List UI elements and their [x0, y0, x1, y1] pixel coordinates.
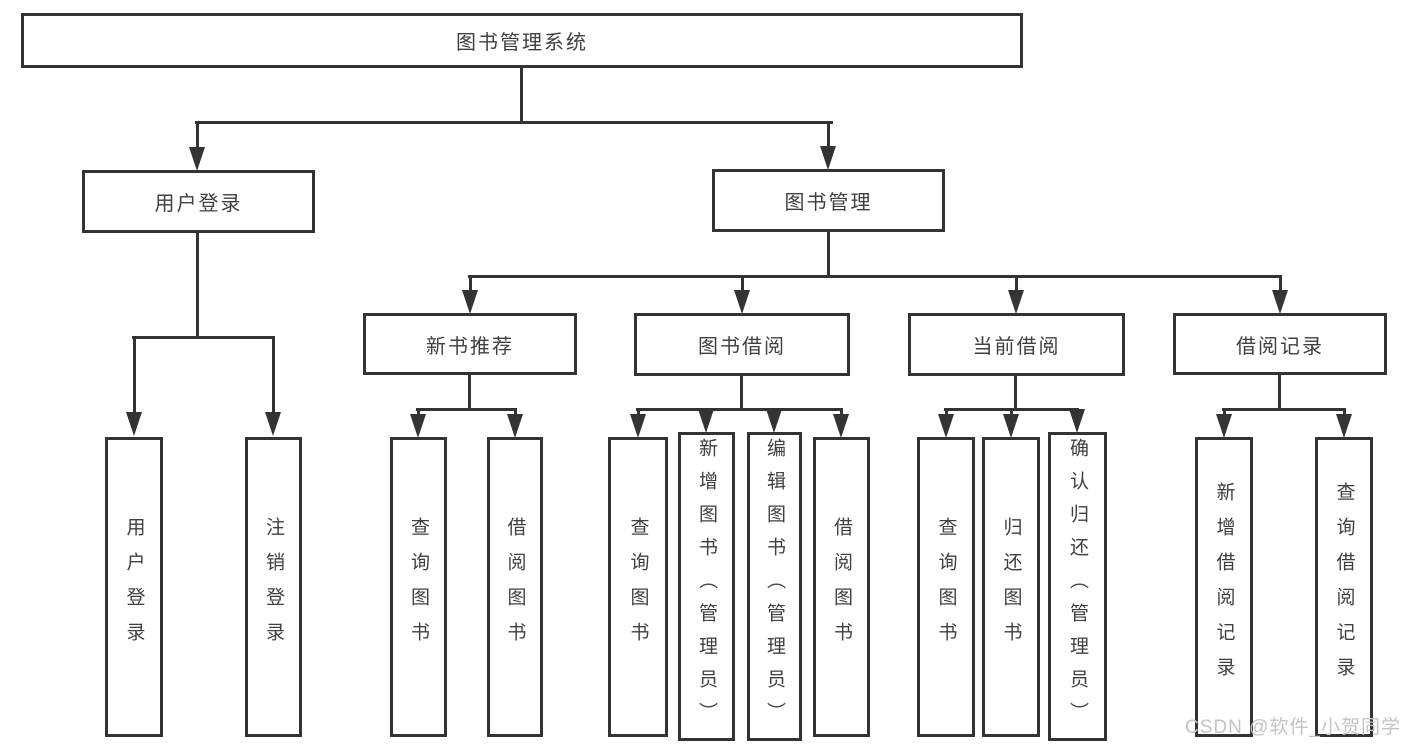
node-br-query: 查询借阅记录: [1315, 437, 1373, 737]
node-user-login: 用户登录: [82, 170, 315, 233]
arrow-to-br-add: [1216, 408, 1233, 438]
node-cb-return: 归还图书: [982, 437, 1040, 737]
node-root-label: 图书管理系统: [456, 32, 588, 54]
node-book-borrow: 图书借阅: [634, 313, 850, 376]
arrow-to-new-book-rec: [462, 275, 479, 314]
node-new-book-rec-label: 新书推荐: [426, 335, 514, 358]
node-cb-confirm-label: 确认归还（管理员）: [1067, 438, 1088, 735]
edge-root-split: [195, 121, 833, 124]
node-bb-edit: 编辑图书（管理员）: [747, 432, 802, 741]
arrow-to-user-login: [189, 121, 206, 171]
node-cb-return-label: 归还图书: [1000, 517, 1022, 657]
edge-current-borrow-drop: [1014, 376, 1017, 410]
edge-user-login-drop: [196, 233, 199, 339]
edge-borrow-records-split: [1222, 408, 1346, 411]
node-ul-logout-label: 注销登录: [263, 517, 284, 657]
node-borrow-records: 借阅记录: [1173, 313, 1387, 375]
node-ul-user-login: 用户登录: [105, 437, 163, 737]
node-nbr-query-label: 查询图书: [408, 517, 429, 657]
node-current-borrow-label: 当前借阅: [972, 336, 1061, 358]
node-nbr-borrow: 借阅图书: [487, 437, 543, 737]
arrow-to-borrow-records: [1272, 275, 1289, 314]
edge-book-mgmt-split: [468, 275, 1282, 278]
arrow-to-bb-edit: [766, 408, 783, 433]
node-br-add: 新增借阅记录: [1195, 437, 1253, 737]
edge-book-borrow-drop: [740, 376, 743, 410]
arrow-to-br-query: [1336, 408, 1353, 438]
arrow-to-cb-confirm: [1069, 408, 1086, 433]
arrow-to-current-borrow: [1008, 275, 1025, 314]
node-new-book-rec: 新书推荐: [363, 313, 577, 375]
arrow-to-book-borrow: [734, 275, 751, 314]
arrow-to-book-mgmt: [820, 121, 837, 170]
node-borrow-records-label: 借阅记录: [1236, 335, 1324, 358]
arrow-to-nbr-borrow: [507, 408, 524, 438]
arrow-to-bb-query: [630, 408, 647, 438]
node-bb-add-label: 新增图书（管理员）: [696, 438, 717, 735]
node-user-login-label: 用户登录: [154, 193, 243, 215]
node-book-mgmt: 图书管理: [712, 169, 945, 232]
edge-new-book-rec-split: [416, 408, 517, 411]
edge-new-book-rec-drop: [468, 375, 471, 410]
arrow-to-cb-return: [1003, 408, 1020, 438]
node-ul-user-login-label: 用户登录: [123, 517, 145, 657]
node-current-borrow: 当前借阅: [908, 313, 1125, 376]
node-nbr-query: 查询图书: [390, 437, 447, 737]
node-root: 图书管理系统: [21, 13, 1023, 68]
edge-book-borrow-split: [636, 408, 843, 411]
arrow-to-ul-logout: [265, 336, 282, 436]
node-cb-query-label: 查询图书: [935, 517, 957, 657]
node-bb-edit-label: 编辑图书（管理员）: [764, 438, 785, 735]
watermark-text: CSDN @软件_小贺同学: [1185, 717, 1401, 738]
edge-borrow-records-drop: [1278, 373, 1281, 410]
node-ul-logout: 注销登录: [245, 437, 302, 737]
arrow-to-bb-borrow: [833, 408, 850, 438]
node-br-add-label: 新增借阅记录: [1213, 482, 1235, 692]
node-bb-query-label: 查询图书: [627, 517, 649, 657]
node-bb-borrow-label: 借阅图书: [831, 517, 852, 657]
node-cb-query: 查询图书: [917, 437, 975, 737]
node-cb-confirm: 确认归还（管理员）: [1048, 432, 1107, 741]
edge-book-mgmt-drop: [827, 232, 830, 278]
arrow-to-ul-user-login: [126, 336, 143, 436]
node-book-mgmt-label: 图书管理: [784, 192, 873, 214]
node-bb-borrow: 借阅图书: [813, 437, 870, 737]
node-bb-query: 查询图书: [608, 437, 668, 737]
arrow-to-cb-query: [938, 408, 955, 438]
node-book-borrow-label: 图书借阅: [698, 336, 786, 358]
edge-root-drop: [520, 68, 523, 124]
arrow-to-nbr-query: [410, 408, 427, 438]
node-br-query-label: 查询借阅记录: [1333, 482, 1355, 692]
node-bb-add: 新增图书（管理员）: [678, 432, 735, 741]
node-nbr-borrow-label: 借阅图书: [504, 517, 526, 657]
edge-user-login-split: [132, 336, 275, 339]
arrow-to-bb-add: [698, 408, 715, 433]
